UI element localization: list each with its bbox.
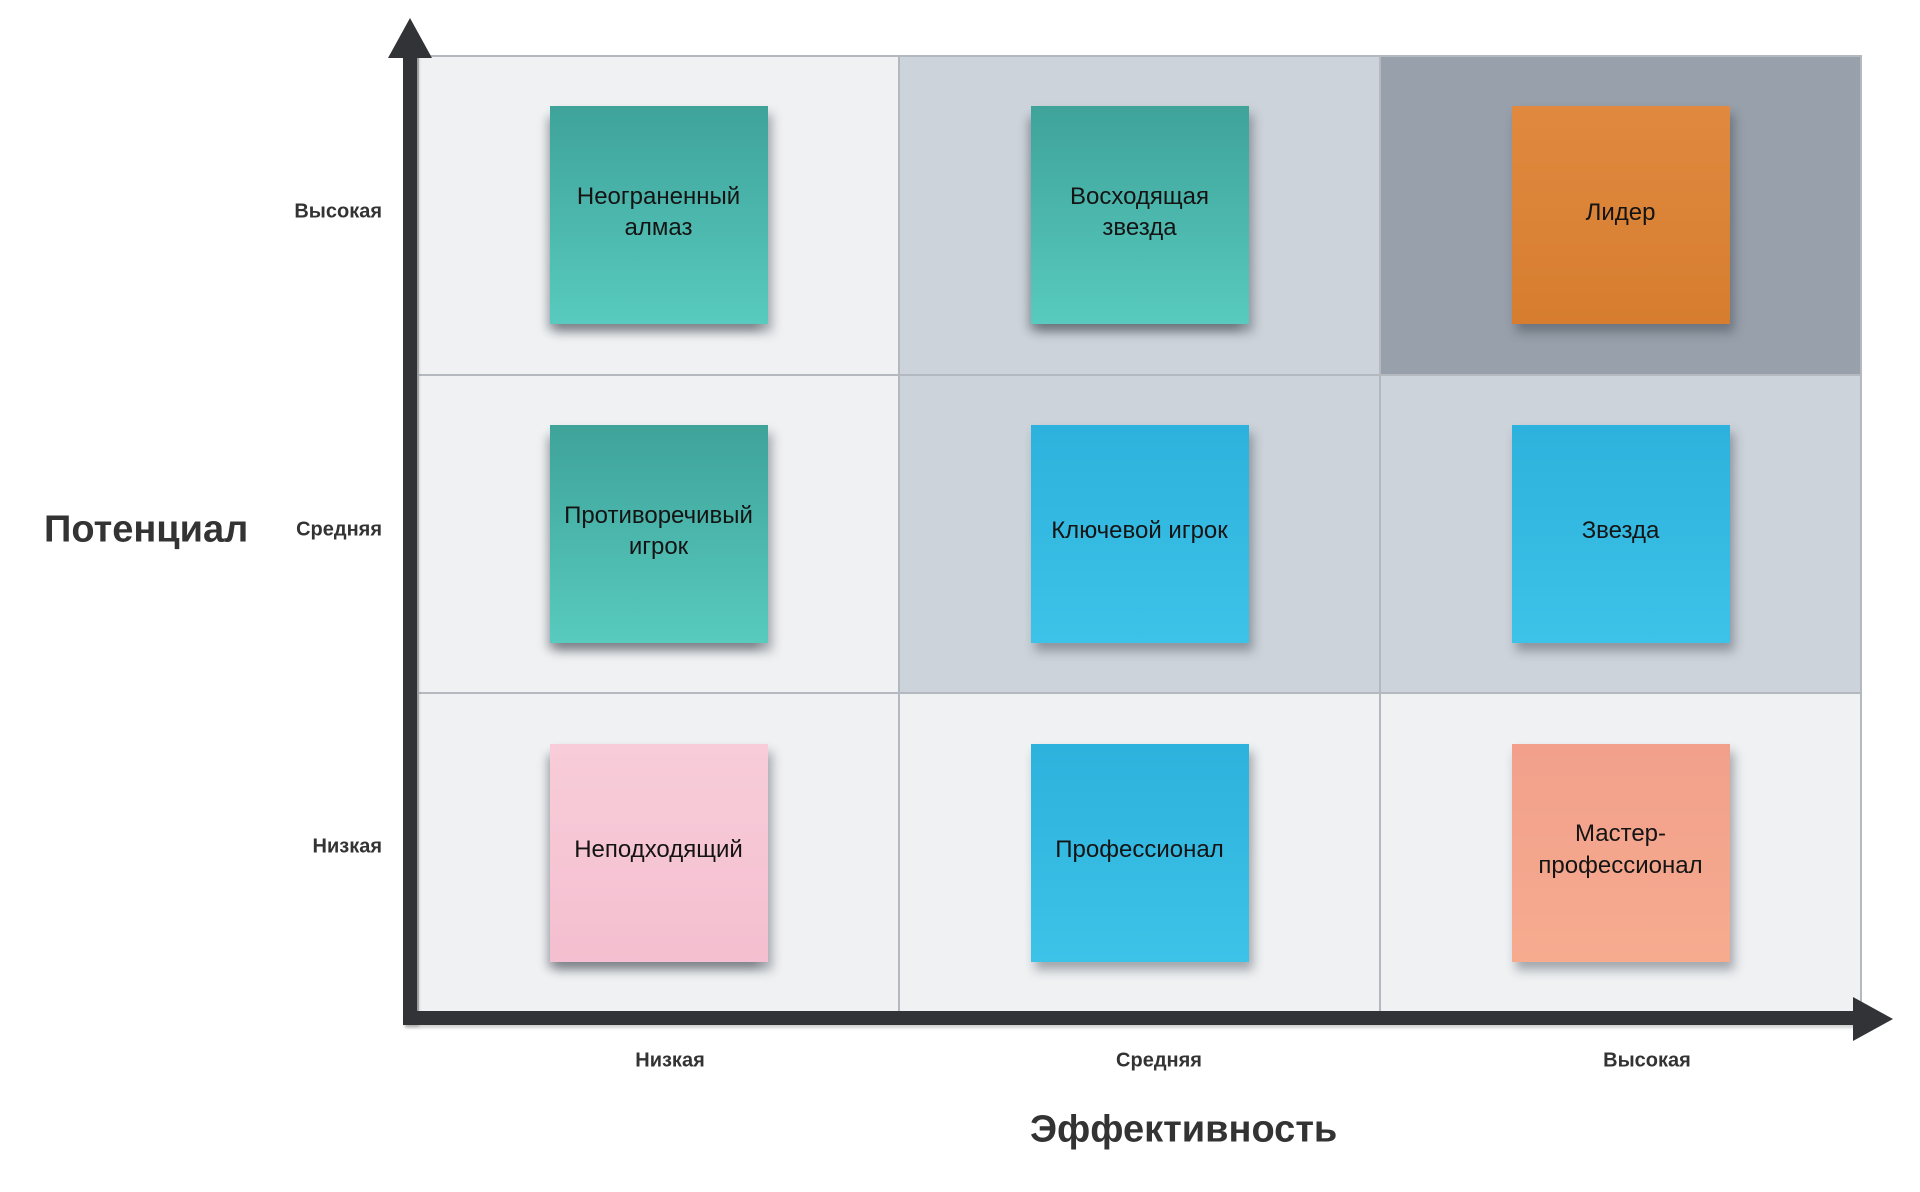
- sticky-note-label: Лидер: [1585, 198, 1656, 226]
- sticky-note-leader[interactable]: Лидер: [1511, 106, 1730, 325]
- y-axis-title: Потенциал: [44, 508, 249, 551]
- cell-low-potential-low-effectiveness: Неподходящий: [419, 694, 898, 1011]
- sticky-note-inconsistent-player[interactable]: Противоречивый игрок: [549, 424, 768, 643]
- x-axis-arrow-icon: [1853, 997, 1893, 1041]
- sticky-note-key-player[interactable]: Ключевой игрок: [1030, 424, 1249, 643]
- sticky-note-professional[interactable]: Профессионал: [1030, 743, 1249, 962]
- sticky-note-label: Профессионал: [1055, 836, 1224, 864]
- x-tick-low: Низкая: [635, 1049, 705, 1072]
- x-tick-medium: Средняя: [1116, 1049, 1202, 1072]
- sticky-note-label: Противоречивый игрок: [564, 501, 753, 560]
- cell-medium-potential-medium-effectiveness: Ключевой игрок: [900, 375, 1379, 693]
- cell-medium-potential-high-effectiveness: Звезда: [1381, 375, 1860, 693]
- sticky-note-rising-star[interactable]: Восходящая звезда: [1030, 106, 1249, 325]
- y-tick-high: Высокая: [294, 200, 382, 223]
- y-tick-low: Низкая: [312, 835, 382, 858]
- cell-low-potential-medium-effectiveness: Профессионал: [900, 694, 1379, 1011]
- sticky-note-master-professional[interactable]: Мастер-профессионал: [1511, 743, 1730, 962]
- cell-high-potential-medium-effectiveness: Восходящая звезда: [900, 57, 1379, 374]
- y-tick-medium: Средняя: [296, 518, 382, 541]
- sticky-note-star[interactable]: Звезда: [1511, 424, 1730, 643]
- cell-high-potential-high-effectiveness: Лидер: [1381, 57, 1860, 374]
- y-axis-arrow-icon: [388, 18, 432, 58]
- sticky-note-label: Мастер-профессионал: [1538, 820, 1703, 879]
- sticky-note-rough-diamond[interactable]: Неограненный алмаз: [549, 106, 768, 325]
- sticky-note-label: Восходящая звезда: [1070, 183, 1209, 242]
- sticky-note-label: Неограненный алмаз: [576, 183, 741, 242]
- sticky-note-label: Звезда: [1581, 517, 1660, 545]
- sticky-note-label: Ключевой игрок: [1051, 517, 1228, 545]
- y-axis-line: [403, 50, 417, 1025]
- cell-medium-potential-low-effectiveness: Противоречивый игрок: [419, 375, 898, 693]
- matrix-grid: Неограненный алмаз Восходящая звезда Лид…: [417, 55, 1862, 1013]
- x-axis-line: [403, 1011, 1855, 1025]
- cell-low-potential-high-effectiveness: Мастер-профессионал: [1381, 694, 1860, 1011]
- sticky-note-label: Неподходящий: [574, 836, 743, 864]
- sticky-note-unsuitable[interactable]: Неподходящий: [549, 743, 768, 962]
- cell-high-potential-low-effectiveness: Неограненный алмаз: [419, 57, 898, 374]
- x-axis-title: Эффективность: [1030, 1108, 1338, 1151]
- x-tick-high: Высокая: [1603, 1049, 1691, 1072]
